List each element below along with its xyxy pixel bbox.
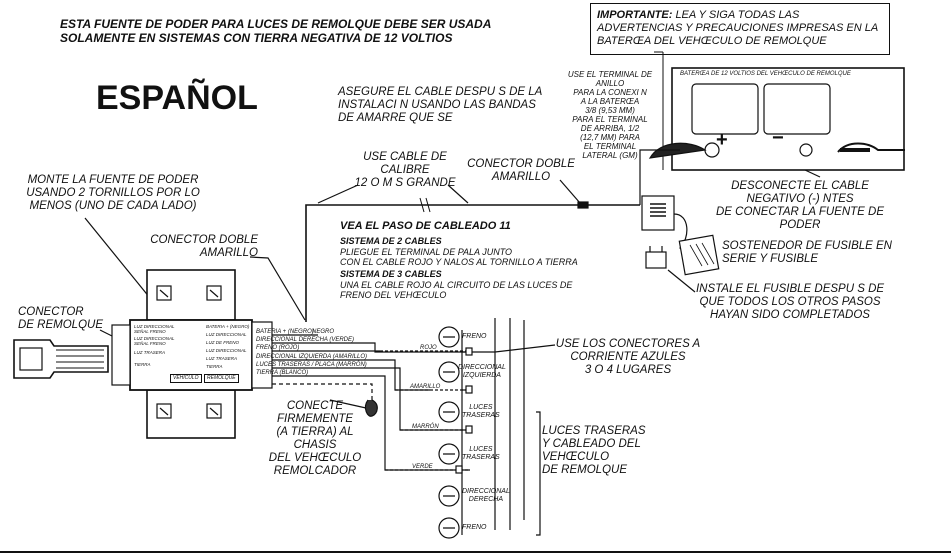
note-secure-cable: ASEGURE EL CABLE DESPU S DE LA INSTALACI…: [338, 86, 543, 124]
label-trailer-connector: CONECTOR DE REMOLQUE: [18, 306, 103, 331]
module-right-label-3: LUZ DE FRENO: [206, 340, 240, 345]
fuse-block: [641, 195, 675, 231]
wire-traseras: LUCES TRASERAS / PLACA (MARRÓN): [256, 362, 367, 368]
two-wire-text: PLIEGUE EL TERMINAL DE PALA JUNTO CON EL…: [340, 247, 578, 267]
note-fuse-holder: SOSTENEDOR DE FUSIBLE EN SERIE Y FUSIBLE: [722, 240, 892, 265]
wire-dir-derecha: DIRECCIONAL DERECHA (VERDE): [256, 337, 355, 343]
wiring-step-heading: VEA EL PASO DE CABLEADO 11: [340, 220, 511, 232]
lamp-freno-top: [438, 326, 460, 348]
module-right-label-2: LUZ DIRECCIONAL: [206, 332, 247, 337]
battery-label: BATERŒA DE 12 VOLTIOS DEL VEHŒCULO DE RE…: [680, 71, 851, 77]
power-module-body: [129, 319, 253, 391]
power-module-bracket-bottom: [146, 389, 236, 439]
lamp-freno-bottom: [438, 517, 460, 539]
module-left-label-4: TIERRA: [134, 362, 151, 367]
three-wire-title: SISTEMA DE 3 CABLES: [340, 269, 442, 279]
language-heading: ESPAÑOL: [96, 79, 258, 117]
lamp-traseras-2: [438, 443, 460, 465]
lamp-label-traseras-1: LUCES TRASERAS: [462, 404, 500, 419]
module-trailer-tag: REMOLQUE: [204, 374, 239, 383]
lamp-label-freno-bottom: FRENO: [462, 524, 487, 531]
positive-ring-clamp: [648, 142, 707, 159]
wire-negro: NEGRO: [312, 329, 335, 335]
important-text: LEA Y SIGA TODAS LAS ADVERTENCIAS Y PREC…: [597, 9, 878, 47]
wire-marron: MARRÓN: [412, 424, 439, 430]
note-disconnect-negative: DESCONECTE EL CABLE NEGATIVO (-) NTES DE…: [715, 180, 885, 231]
note-blue-connectors: USE LOS CONECTORES A CORRIENTE AZULES 3 …: [555, 338, 701, 376]
power-module-bracket-top: [146, 269, 236, 321]
wire-dir-izquierda: DIRECCIONAL IZQUIERDA (AMARILLO): [256, 354, 368, 360]
gauge-pointer-right: [447, 184, 469, 204]
battery-body: [671, 67, 905, 171]
gauge-pointer-left: [317, 184, 359, 204]
ground-pointer: [329, 399, 367, 409]
lamp-label-freno-top: FRENO: [462, 333, 487, 340]
module-vehicle-tag: VEHÍCULO: [170, 374, 202, 383]
module-right-label-1: BATERIA + (NEGRO): [206, 324, 250, 329]
wire-verde: VERDE: [412, 464, 433, 470]
note-ring-terminal: USE EL TERMINAL DE ANILLO PARA LA CONEXI…: [567, 70, 653, 160]
wire-amarillo: AMARILLO: [410, 384, 441, 390]
note-ground-chassis: CONECTE FIRMEMENTE (A TIERRA) AL CHASIS …: [268, 400, 362, 477]
mount-pointer: [84, 217, 151, 299]
module-right-label-5: LUZ TRASERA: [206, 356, 238, 361]
lamp-dir-der: [438, 485, 460, 507]
note-mount-supply: MONTE LA FUENTE DE PODER USANDO 2 TORNIL…: [26, 174, 200, 212]
warning-title-line1: ESTA FUENTE DE PODER PARA LUCES DE REMOL…: [60, 17, 492, 31]
wire-bateria: BATERIA + (NEGRO): [256, 329, 314, 335]
module-left-label-3: LUZ TRASERA: [134, 350, 166, 355]
connector-pointer-left: [249, 256, 306, 321]
fuse: [645, 251, 667, 269]
three-wire-text: UNA EL CABLE ROJO AL CIRCUITO DE LAS LUC…: [340, 280, 573, 300]
lamp-label-dir-izq: DIRECCIONAL IZQUIERDA: [458, 364, 506, 379]
module-right-label-4: LUZ DIRECCIONAL: [206, 348, 247, 353]
note-tail-lights: LUCES TRASERAS Y CABLEADO DEL VEHŒCULO D…: [542, 425, 646, 476]
module-left-label-1: LUZ DIRECCIONAL SEÑAL FRENO: [134, 324, 175, 334]
wire-rojo: ROJO: [420, 345, 437, 351]
note-yellow-connector-left: CONECTOR DOBLE AMARILLO: [150, 234, 258, 259]
yellow-connector-pointer: [559, 179, 581, 204]
battery-minus: −: [772, 127, 784, 149]
warning-title-line2: SOLAMENTE EN SISTEMAS CON TIERRA NEGATIV…: [60, 31, 453, 45]
main-power-cable: [305, 204, 640, 322]
lamp-traseras-1: [438, 401, 460, 423]
lamp-label-traseras-2: LUCES TRASERAS: [462, 446, 500, 461]
two-wire-title: SISTEMA DE 2 CABLES: [340, 236, 442, 246]
ground-wire: [272, 383, 373, 400]
disconnect-pointer: [804, 169, 821, 178]
note-cable-gauge: USE CABLE DE CALIBRE 12 O M S GRANDE: [354, 151, 456, 189]
note-install-fuse: INSTALE EL FUSIBLE DESPU S DE QUE TODOS …: [695, 283, 885, 321]
install-fuse-pointer: [667, 269, 696, 293]
note-yellow-connector-right: CONECTOR DOBLE AMARILLO: [467, 158, 575, 183]
important-lead: IMPORTANTE:: [597, 9, 673, 21]
lamp-label-dir-der: DIRECCIONAL DERECHA: [462, 488, 510, 503]
module-left-label-2: LUZ DIRECCIONAL SEÑAL FRENO: [134, 336, 175, 346]
lamp-dir-izq: [438, 361, 460, 383]
important-box: IMPORTANTE: LEA Y SIGA TODAS LAS ADVERTE…: [590, 3, 890, 55]
yellow-butt-connector: [577, 201, 589, 209]
wire-tierra: TIERRA (BLANCO): [256, 370, 309, 376]
module-right-label-6: TIERRA: [206, 364, 223, 369]
wire-freno: FRENO (ROJO): [256, 345, 300, 351]
battery-plus: +: [716, 129, 728, 151]
